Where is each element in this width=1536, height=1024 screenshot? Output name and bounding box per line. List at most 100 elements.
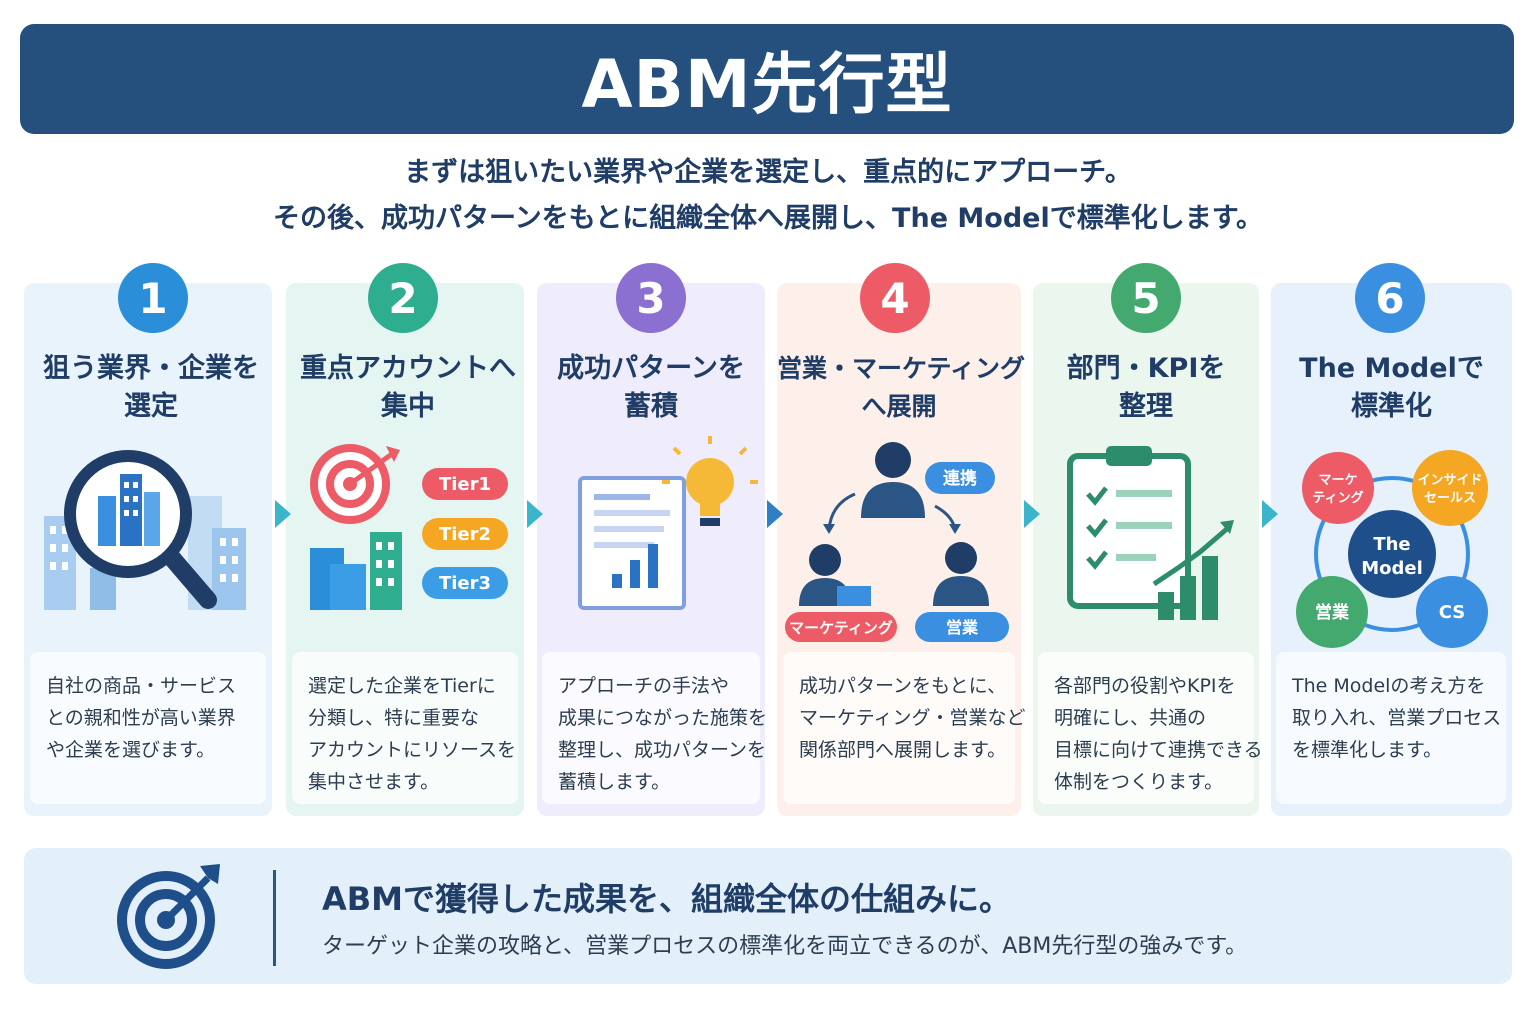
sales-node-label: 営業 [1315, 602, 1349, 623]
description-line: 各部門の役割やKPIを [1054, 675, 1236, 697]
the-model-label-line-1: The [1373, 534, 1410, 555]
marketing-label: マーケティング [789, 619, 893, 637]
summary-divider [273, 870, 276, 966]
step-4-title-line-2: へ展開 [861, 392, 937, 421]
step-3-title-line-2: 蓄積 [624, 391, 678, 422]
summary-panel [24, 848, 1512, 984]
clipboard-growth-illustration [1067, 446, 1234, 620]
tier1-label: Tier1 [439, 474, 491, 495]
arrow-right-icon [1262, 500, 1278, 528]
description-line: 成功パターンをもとに、 [799, 675, 1007, 697]
cs-node-label: CS [1439, 602, 1466, 623]
description-line: 関係部門へ展開します。 [799, 739, 1007, 761]
document-chart-icon [578, 476, 686, 610]
magnifying-glass-icon [64, 450, 217, 609]
description-line: アカウントにリソースを [308, 739, 517, 761]
sales-node: 営業 [1296, 576, 1368, 648]
target-tier-illustration: Tier1 Tier2 Tier3 [310, 444, 508, 610]
step-2-number-badge: 2 [368, 263, 438, 333]
inside-sales-node-label-line-2: セールス [1424, 491, 1476, 506]
step-1-description: 自社の商品・サービス との親和性が高い業界 や企業を選びます。 [30, 652, 266, 804]
cycle-arrowhead-right-icon [949, 524, 961, 534]
description-line: 整理し、成功パターンを [558, 739, 767, 761]
step-4-title-line-1: 営業・マーケティング [777, 354, 1026, 383]
description-line: マーケティング・営業など [799, 707, 1026, 729]
target-icon [310, 444, 400, 524]
description-line: アプローチの手法や [558, 675, 730, 697]
growth-chart-icon [1152, 520, 1234, 620]
description-line: 自社の商品・サービス [46, 675, 237, 697]
description-line: を標準化します。 [1292, 739, 1443, 761]
tier2-badge: Tier2 [422, 518, 508, 550]
arrow-right-icon [1024, 500, 1040, 528]
step-3-number-badge: 3 [616, 263, 686, 333]
step-2-title-line-2: 集中 [381, 391, 435, 422]
page-title: ABM先行型 [581, 46, 953, 123]
step-1-title-line-2: 選定 [124, 391, 178, 422]
summary-subline: ターゲット企業の攻略と、営業プロセスの標準化を両立できるのが、ABM先行型の強み… [322, 934, 1248, 959]
the-model-core: The Model [1348, 510, 1436, 598]
tier3-label: Tier3 [439, 573, 491, 594]
step-6-title-line-2: 標準化 [1351, 391, 1432, 422]
step-1-title-line-1: 狙う業界・企業を [43, 353, 259, 384]
step-2-description: 選定した企業をTierに 分類し、特に重要な アカウントにリソースを 集中させま… [292, 652, 518, 804]
description-line: 取り入れ、営業プロセス [1292, 707, 1502, 729]
document-lightbulb-illustration [578, 436, 758, 610]
description-line: 体制をつくります。 [1054, 771, 1224, 793]
arrow-right-icon [767, 500, 783, 528]
description-line: 集中させます。 [308, 771, 440, 793]
description-line: 成果につながった施策を [558, 707, 768, 729]
step-5-title: 部門・KPIを 整理 [1033, 350, 1259, 426]
cycle-arrowhead-left-icon [823, 524, 835, 534]
intro-line-2: その後、成功パターンをもとに組織全体へ展開し、The Modelで標準化します。 [272, 203, 1264, 234]
step-2-title: 重点アカウントへ 集中 [286, 350, 530, 426]
step-4-title: 営業・マーケティング へ展開 [777, 350, 1026, 426]
description-line: 蓄積します。 [558, 771, 671, 793]
step-6-description: The Modelの考え方を 取り入れ、営業プロセス を標準化します。 [1276, 652, 1506, 804]
tier3-badge: Tier3 [422, 567, 508, 599]
description-line: 選定した企業をTierに [308, 675, 496, 697]
tier1-badge: Tier1 [422, 468, 508, 500]
summary-headline: ABMで獲得した成果を、組織全体の仕組みに。 [322, 880, 1012, 918]
the-model-label-line-2: Model [1361, 558, 1423, 579]
arrow-right-icon [527, 500, 543, 528]
cycle-ring-icon [1314, 476, 1470, 632]
target-arrow-icon [117, 864, 220, 969]
intro-line-1: まずは狙いたい業界や企業を選定し、重点的にアプローチ。 [404, 157, 1132, 188]
inside-sales-node: インサイド セールス [1412, 450, 1488, 526]
salesperson-icon [933, 542, 989, 606]
sales-label: 営業 [946, 618, 979, 637]
cs-node: CS [1416, 576, 1488, 648]
description-line: との親和性が高い業界 [46, 707, 236, 729]
lightbulb-icon [662, 436, 758, 526]
link-label: 連携 [943, 468, 977, 489]
marketing-node-label-line-2: ティング [1312, 490, 1363, 506]
step-3-description: アプローチの手法や 成果につながった施策を 整理し、成功パターンを 蓄積します。 [542, 652, 768, 804]
step-4-description: 成功パターンをもとに、 マーケティング・営業など 関係部門へ展開します。 [783, 652, 1026, 804]
description-line: や企業を選びます。 [46, 739, 216, 761]
step-5-description: 各部門の役割やKPIを 明確にし、共通の 目標に向けて連携できる 体制をつくりま… [1038, 652, 1263, 804]
step-1-number-badge: 1 [118, 263, 188, 333]
step-6-title-line-1: The Modelで [1299, 353, 1484, 384]
step-6-number-badge: 6 [1355, 263, 1425, 333]
link-badge: 連携 [925, 462, 995, 494]
tier2-label: Tier2 [439, 524, 491, 545]
title-banner: ABM先行型 [20, 24, 1514, 134]
description-line: 分類し、特に重要な [308, 707, 480, 729]
description-line: The Modelの考え方を [1292, 675, 1486, 697]
step-5-title-line-1: 部門・KPIを [1066, 353, 1226, 384]
buildings-icon [310, 532, 402, 610]
magnifier-buildings-illustration [44, 450, 246, 610]
description-line: 目標に向けて連携できる [1054, 739, 1263, 761]
marketing-badge: マーケティング [785, 612, 897, 642]
description-line: 明確にし、共通の [1054, 707, 1207, 729]
step-4-number-badge: 4 [860, 263, 930, 333]
step-1-title: 狙う業界・企業を 選定 [24, 350, 278, 426]
step-3-title-line-1: 成功パターンを [557, 353, 745, 384]
clipboard-checklist-icon [1067, 446, 1191, 609]
arrow-right-icon [275, 500, 291, 528]
sales-badge: 営業 [915, 612, 1009, 642]
step-5-title-line-2: 整理 [1119, 391, 1173, 422]
marketing-node-label-line-1: マーケ [1318, 473, 1357, 488]
intro-text: まずは狙いたい業界や企業を選定し、重点的にアプローチ。 その後、成功パターンをも… [0, 150, 1536, 242]
